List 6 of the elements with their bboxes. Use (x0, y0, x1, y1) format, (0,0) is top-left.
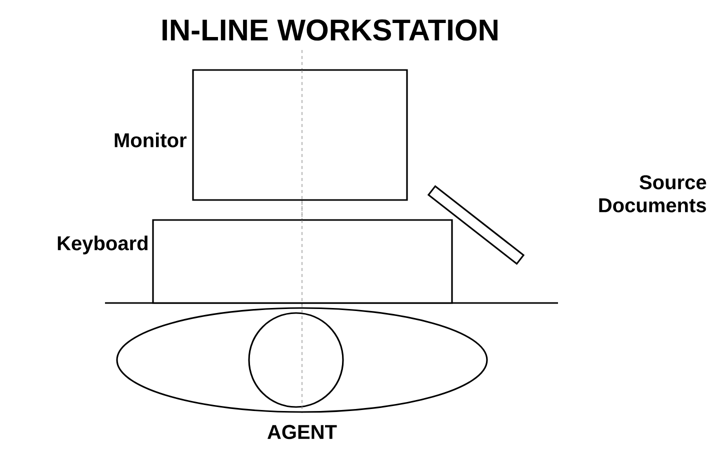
label: Monitor (114, 132, 187, 148)
label: Source Documents (599, 175, 706, 212)
circle (248, 312, 344, 408)
label: AGENT (268, 424, 337, 440)
label: Keyboard (58, 236, 148, 254)
title: IN-LINE WORKSTATION (162, 19, 498, 41)
